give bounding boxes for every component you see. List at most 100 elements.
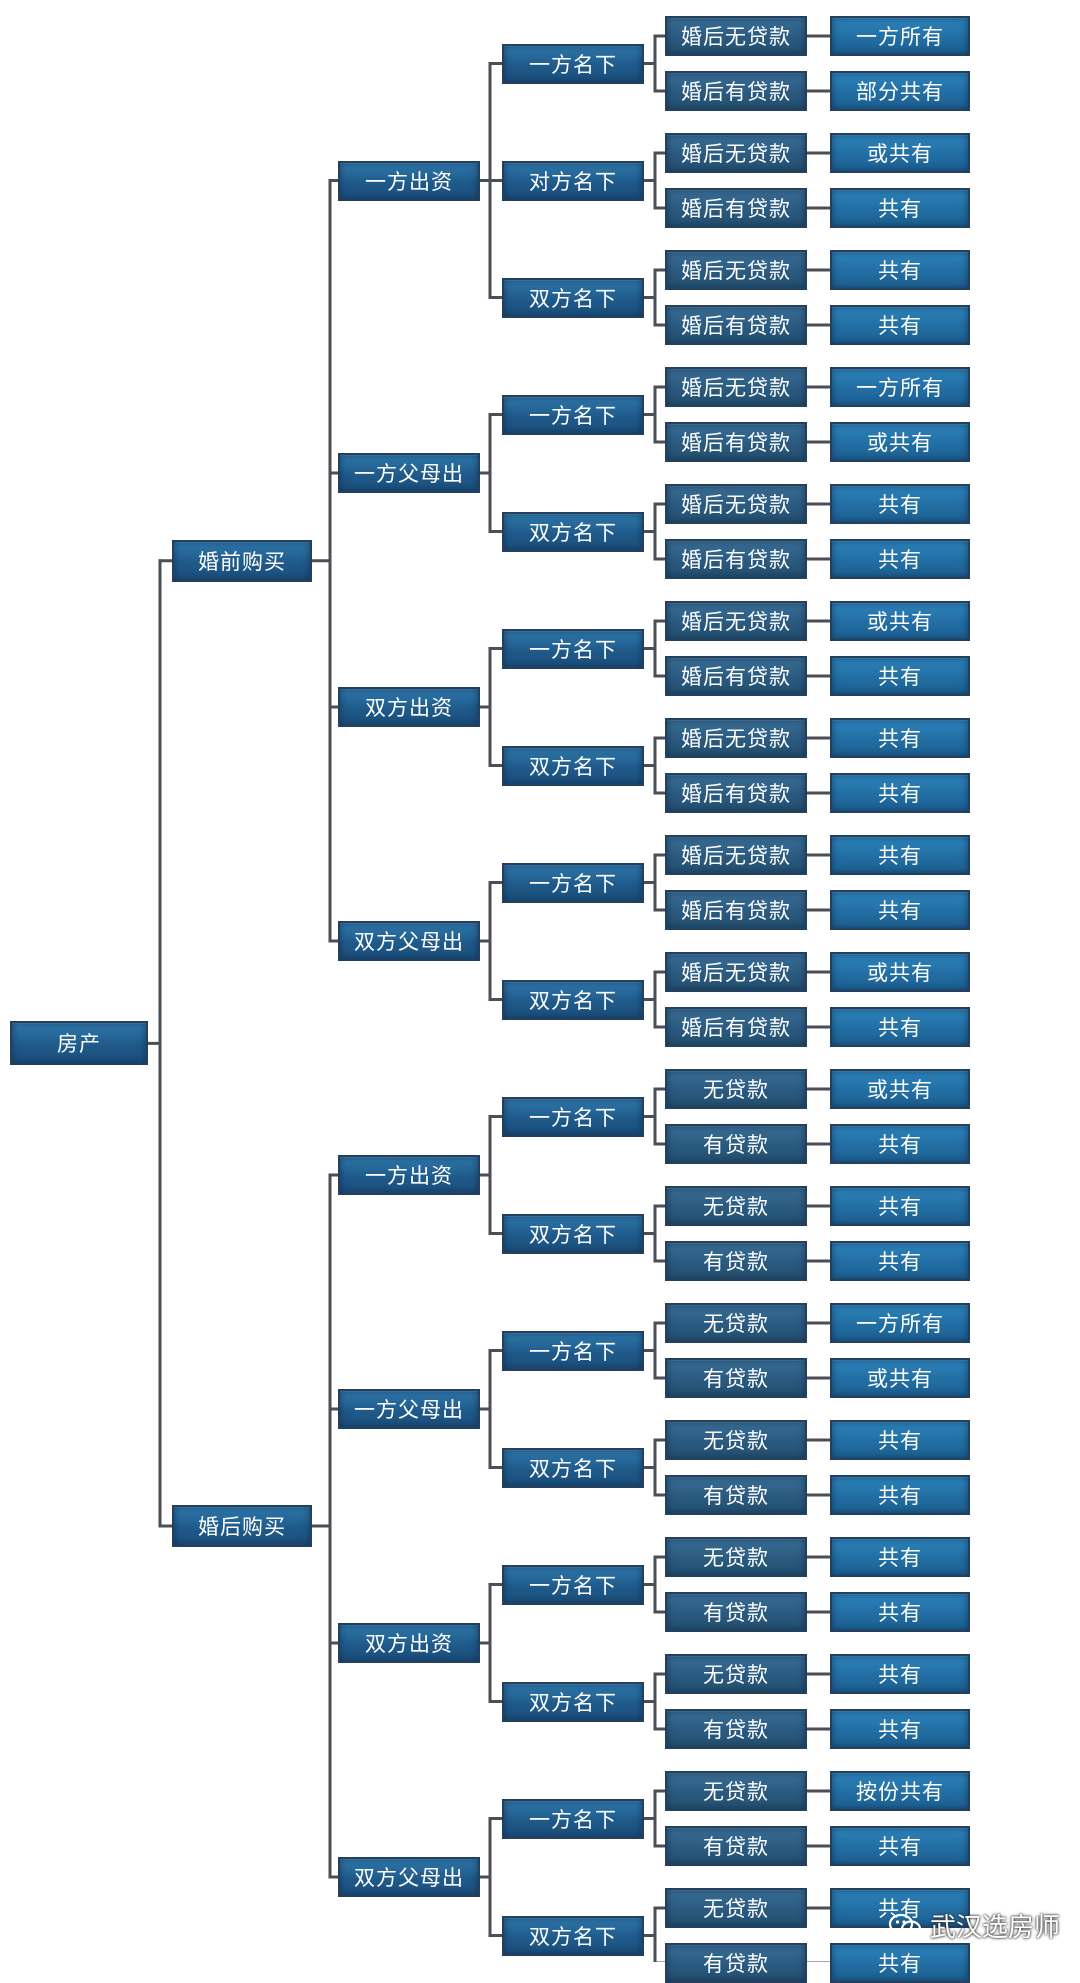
loan-condition-box: 无贷款 (665, 1069, 807, 1109)
ownership-result-box: 共有 (830, 1654, 970, 1694)
loan-condition-box: 婚后有贷款 (665, 539, 807, 579)
loan-condition-box: 婚后无贷款 (665, 835, 807, 875)
ownership-result-box: 共有 (830, 656, 970, 696)
loan-condition-box: 有贷款 (665, 1475, 807, 1515)
ownership-result-box: 共有 (830, 1592, 970, 1632)
title-holder-box: 一方名下 (502, 43, 644, 84)
loan-condition-box: 婚后有贷款 (665, 773, 807, 813)
loan-condition-box: 无贷款 (665, 1888, 807, 1928)
funding-source-box: 双方出资 (338, 687, 480, 727)
ownership-result-box: 或共有 (830, 133, 970, 173)
ownership-result-box: 共有 (830, 188, 970, 228)
wechat-icon (888, 1913, 922, 1938)
loan-condition-box: 有贷款 (665, 1124, 807, 1164)
loan-condition-box: 婚后有贷款 (665, 71, 807, 111)
funding-source-box: 一方出资 (338, 1155, 480, 1195)
ownership-result-box: 一方所有 (830, 367, 970, 407)
ownership-result-box: 或共有 (830, 601, 970, 641)
loan-condition-box: 无贷款 (665, 1537, 807, 1577)
purchase-timing-box: 婚前购买 (172, 539, 312, 582)
loan-condition-box: 有贷款 (665, 1943, 807, 1983)
loan-condition-box: 无贷款 (665, 1771, 807, 1811)
ownership-result-box: 共有 (830, 1888, 970, 1928)
loan-condition-box: 婚后无贷款 (665, 16, 807, 56)
loan-condition-box: 婚后无贷款 (665, 367, 807, 407)
ownership-result-box: 共有 (830, 1420, 970, 1460)
loan-condition-box: 婚后有贷款 (665, 656, 807, 696)
title-holder-box: 双方名下 (502, 1915, 644, 1956)
loan-condition-box: 婚后无贷款 (665, 952, 807, 992)
ownership-result-box: 共有 (830, 1826, 970, 1866)
loan-condition-box: 无贷款 (665, 1654, 807, 1694)
funding-source-box: 双方出资 (338, 1623, 480, 1663)
ownership-result-box: 共有 (830, 1007, 970, 1047)
ownership-result-box: 共有 (830, 835, 970, 875)
ownership-result-box: 或共有 (830, 1358, 970, 1398)
loan-condition-box: 无贷款 (665, 1186, 807, 1226)
root-box: 房产 (10, 1021, 148, 1066)
purchase-timing-box: 婚后购买 (172, 1505, 312, 1547)
funding-source-box: 双方父母出 (338, 1857, 480, 1897)
title-holder-box: 一方名下 (502, 862, 644, 903)
loan-condition-box: 婚后无贷款 (665, 133, 807, 173)
loan-condition-box: 婚后有贷款 (665, 422, 807, 462)
title-holder-box: 一方名下 (502, 1564, 644, 1605)
loan-condition-box: 有贷款 (665, 1241, 807, 1281)
funding-source-box: 一方出资 (338, 160, 480, 201)
ownership-result-box: 或共有 (830, 422, 970, 462)
title-holder-box: 双方名下 (502, 277, 644, 318)
title-holder-box: 一方名下 (502, 394, 644, 435)
ownership-result-box: 共有 (830, 1241, 970, 1281)
ownership-result-box: 一方所有 (830, 16, 970, 56)
title-holder-box: 双方名下 (502, 511, 644, 552)
ownership-result-box: 共有 (830, 773, 970, 813)
title-holder-box: 一方名下 (502, 1798, 644, 1839)
loan-condition-box: 婚后无贷款 (665, 250, 807, 290)
title-holder-box: 对方名下 (502, 160, 644, 201)
title-holder-box: 双方名下 (502, 1681, 644, 1722)
ownership-result-box: 部分共有 (830, 71, 970, 111)
ownership-result-box: 一方所有 (830, 1303, 970, 1343)
ownership-result-box: 共有 (830, 718, 970, 758)
loan-condition-box: 婚后有贷款 (665, 1007, 807, 1047)
loan-condition-box: 婚后无贷款 (665, 601, 807, 641)
loan-condition-box: 无贷款 (665, 1303, 807, 1343)
ownership-result-box: 共有 (830, 484, 970, 524)
ownership-result-box: 或共有 (830, 952, 970, 992)
funding-source-box: 一方父母出 (338, 1389, 480, 1429)
ownership-result-box: 或共有 (830, 1069, 970, 1109)
title-holder-box: 双方名下 (502, 1213, 644, 1254)
title-holder-box: 双方名下 (502, 979, 644, 1020)
loan-condition-box: 婚后有贷款 (665, 890, 807, 930)
ownership-result-box: 共有 (830, 1475, 970, 1515)
loan-condition-box: 有贷款 (665, 1358, 807, 1398)
ownership-result-box: 按份共有 (830, 1771, 970, 1811)
loan-condition-box: 婚后无贷款 (665, 718, 807, 758)
loan-condition-box: 无贷款 (665, 1420, 807, 1460)
loan-condition-box: 婚后有贷款 (665, 188, 807, 228)
title-holder-box: 双方名下 (502, 745, 644, 786)
loan-condition-box: 有贷款 (665, 1826, 807, 1866)
ownership-result-box: 共有 (830, 250, 970, 290)
loan-condition-box: 有贷款 (665, 1709, 807, 1749)
loan-condition-box: 婚后有贷款 (665, 305, 807, 345)
watermark-text: 武汉选房师 (929, 1913, 1060, 1943)
funding-source-box: 双方父母出 (338, 921, 480, 961)
watermark: 武汉选房师 (888, 1907, 1060, 1944)
ownership-result-box: 共有 (830, 890, 970, 930)
title-holder-box: 双方名下 (502, 1447, 644, 1488)
ownership-result-box: 共有 (830, 1709, 970, 1749)
loan-condition-box: 婚后无贷款 (665, 484, 807, 524)
loan-condition-box: 有贷款 (665, 1592, 807, 1632)
ownership-result-box: 共有 (830, 1537, 970, 1577)
title-holder-box: 一方名下 (502, 1330, 644, 1371)
ownership-result-box: 共有 (830, 1186, 970, 1226)
title-holder-box: 一方名下 (502, 628, 644, 669)
ownership-result-box: 共有 (830, 1943, 970, 1983)
ownership-result-box: 共有 (830, 539, 970, 579)
funding-source-box: 一方父母出 (338, 453, 480, 493)
ownership-result-box: 共有 (830, 305, 970, 345)
ownership-result-box: 共有 (830, 1124, 970, 1164)
